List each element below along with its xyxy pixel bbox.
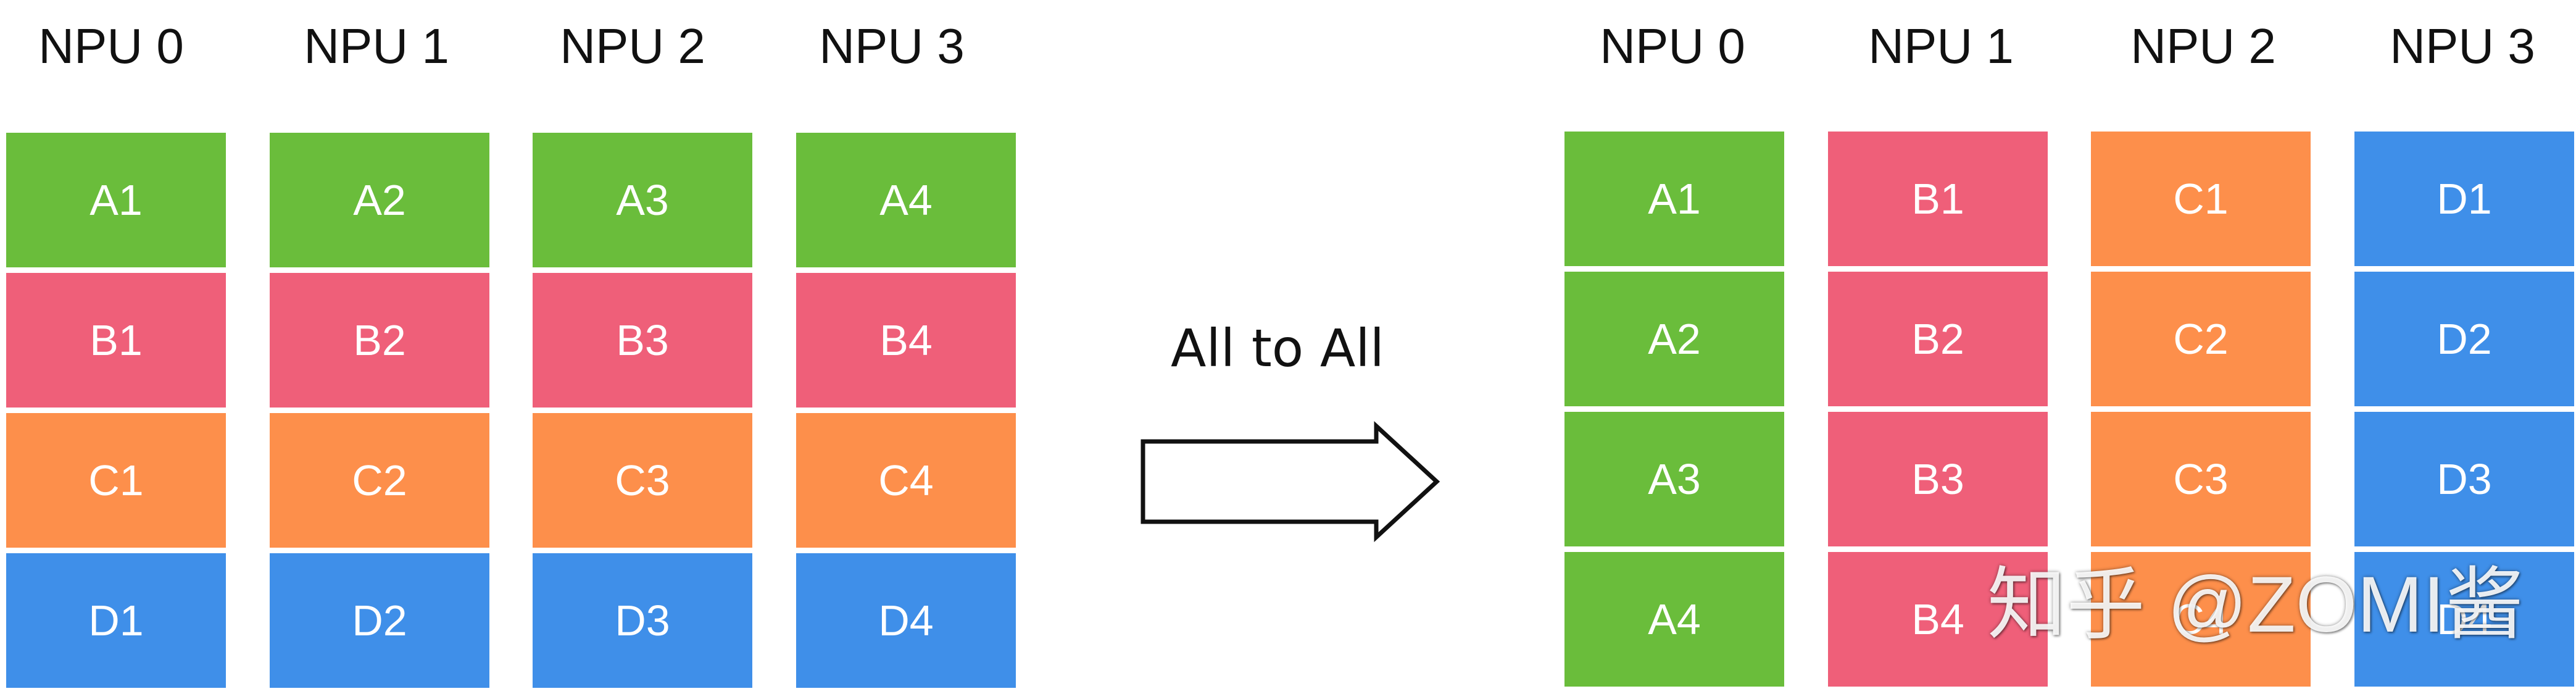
right-npu-3-block-d3: D3: [2354, 412, 2574, 546]
right-npu-3-block-d1: D1: [2354, 132, 2574, 266]
left-npu-1-block-d2: D2: [270, 553, 489, 688]
right-npu-0-label: NPU 0: [1600, 19, 1745, 73]
right-npu-2-block-c2: C2: [2091, 272, 2311, 406]
left-npu-1-block-b2: B2: [270, 273, 489, 408]
left-npu-2-label: NPU 2: [560, 19, 705, 73]
left-npu-2-block-b3: B3: [533, 273, 752, 408]
left-npu-1-label: NPU 1: [304, 19, 449, 73]
right-npu-1-block-b4: B4: [1828, 552, 2048, 687]
right-npu-2-block-c4: C4: [2091, 552, 2311, 687]
left-npu-2-block-d3: D3: [533, 553, 752, 688]
right-npu-3-block-d4: D4: [2354, 552, 2574, 687]
left-npu-3-block-b4: B4: [796, 273, 1016, 408]
right-npu-3-label: NPU 3: [2390, 19, 2535, 73]
right-npu-0-block-a2: A2: [1564, 272, 1784, 406]
right-npu-0-block-a3: A3: [1564, 412, 1784, 546]
arrow-right-icon: [1141, 421, 1440, 542]
left-npu-3-block-c4: C4: [796, 413, 1016, 548]
all-to-all-label: All to All: [1170, 318, 1384, 378]
right-npu-1-block-b2: B2: [1828, 272, 2048, 406]
left-npu-0-block-d1: D1: [6, 553, 226, 688]
right-npu-0-block-a1: A1: [1564, 132, 1784, 266]
left-npu-3-label: NPU 3: [819, 19, 965, 73]
left-npu-3-block-a4: A4: [796, 133, 1016, 267]
right-npu-0-block-a4: A4: [1564, 552, 1784, 687]
right-npu-1-block-b3: B3: [1828, 412, 2048, 546]
left-npu-0-block-c1: C1: [6, 413, 226, 548]
left-npu-3-block-d4: D4: [796, 553, 1016, 688]
right-npu-3-block-d2: D2: [2354, 272, 2574, 406]
left-npu-2-block-c3: C3: [533, 413, 752, 548]
right-npu-1-label: NPU 1: [1868, 19, 2014, 73]
right-npu-2-block-c3: C3: [2091, 412, 2311, 546]
left-npu-2-block-a3: A3: [533, 133, 752, 267]
right-npu-2-block-c1: C1: [2091, 132, 2311, 266]
left-npu-0-block-a1: A1: [6, 133, 226, 267]
right-npu-2-label: NPU 2: [2130, 19, 2276, 73]
left-npu-0-block-b1: B1: [6, 273, 226, 408]
left-npu-1-block-c2: C2: [270, 413, 489, 548]
left-npu-1-block-a2: A2: [270, 133, 489, 267]
zhihu-watermark: 知乎 @ZOMI酱: [1987, 561, 2524, 649]
left-npu-0-label: NPU 0: [38, 19, 184, 73]
right-npu-1-block-b1: B1: [1828, 132, 2048, 266]
